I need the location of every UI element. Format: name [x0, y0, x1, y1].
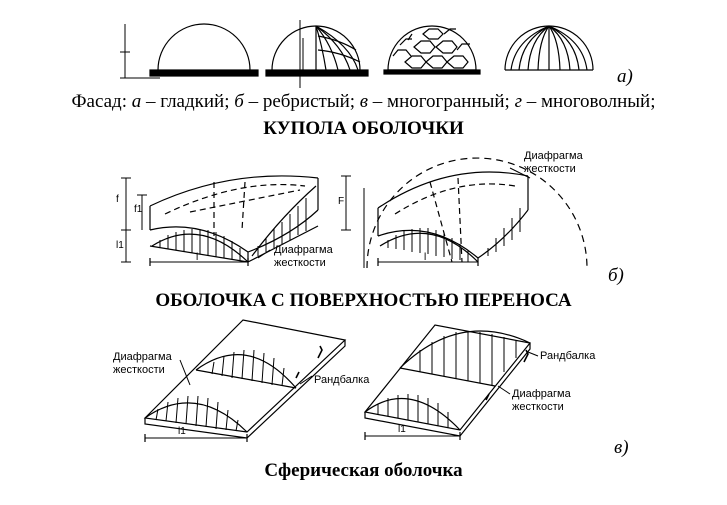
diaphragm-label-b-left: Диафрагма жесткости	[274, 244, 333, 269]
part-a-caption: Фасад: а – гладкий; б – ребристый; в – м…	[71, 91, 656, 112]
dome-smooth	[120, 23, 259, 79]
diaphragm-label-c-left: Диафрагма жесткости	[113, 351, 172, 376]
dome-polygonal	[383, 25, 481, 75]
spherical-shell-left	[143, 319, 347, 442]
translation-shell-left	[121, 175, 319, 266]
part-b-heading: ОБОЛОЧКА С ПОВЕРХНОСТЬЮ ПЕРЕНОСА	[155, 290, 572, 311]
dim-l1-c-left: l1	[178, 426, 186, 437]
part-a-letter: а)	[617, 66, 633, 87]
part-b-letter: б)	[608, 265, 624, 286]
randbalka-label-left: Рандбалка	[314, 374, 370, 386]
part-a-heading: КУПОЛА ОБОЛОЧКИ	[263, 118, 464, 139]
dim-f: f	[116, 194, 119, 205]
dim-l-left: l	[196, 252, 199, 263]
part-v-letter: в)	[614, 437, 629, 458]
dim-l1-c-right: l1	[398, 424, 406, 435]
spherical-shell-right	[363, 324, 539, 440]
dim-l1: l1	[116, 240, 124, 251]
diaphragm-label-c-right: Диафрагма жесткости	[512, 388, 571, 413]
dim-f1: f1	[134, 204, 143, 215]
dim-l-right: l	[424, 252, 427, 263]
dim-F: F	[338, 196, 345, 207]
translation-shell-right	[341, 157, 588, 269]
dome-ribbed	[265, 20, 369, 88]
part-v-caption: Сферическая оболочка	[264, 460, 463, 481]
diaphragm-label-b-right: Диафрагма жесткости	[524, 150, 583, 175]
dome-multiwave	[504, 25, 594, 71]
randbalka-label-right: Рандбалка	[540, 350, 596, 362]
